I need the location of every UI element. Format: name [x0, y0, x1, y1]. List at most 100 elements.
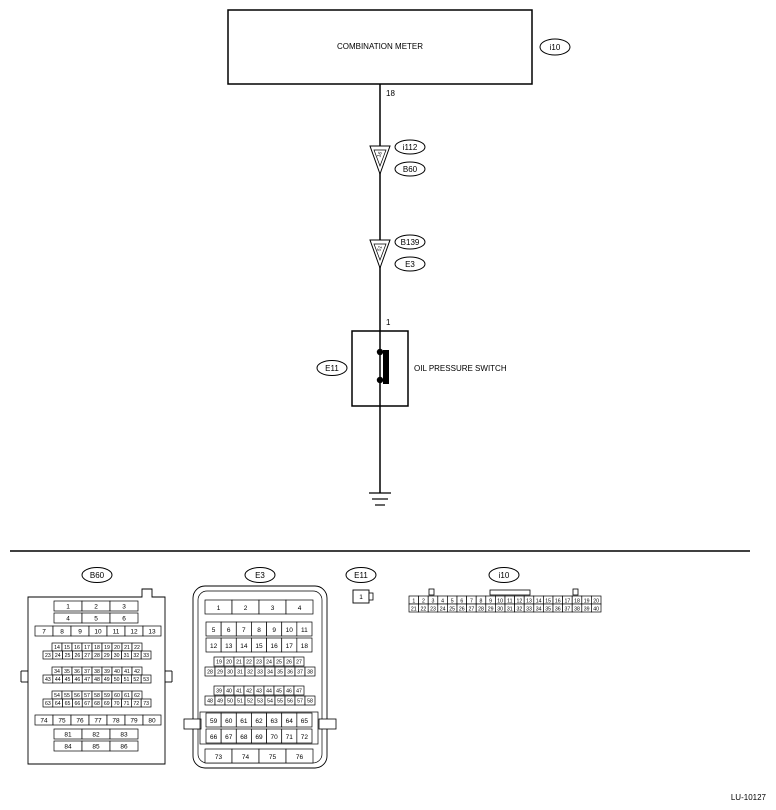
connector-pin-label: 58: [307, 699, 313, 705]
connector-pin-label: 13: [526, 598, 532, 604]
connector-pin-label: 60: [114, 693, 120, 699]
connector-pin-label: 9: [272, 627, 276, 634]
connector-pin-label: 47: [84, 677, 90, 683]
connector-pin-label: 3: [122, 604, 126, 611]
connector-pin-label: 71: [124, 701, 130, 707]
connector-pin-label: 45: [65, 677, 71, 683]
connector-pin-label: 66: [210, 734, 218, 741]
connector-pin-label: 8: [257, 627, 261, 634]
connector-pin-cell: [591, 603, 602, 613]
connector-pin-label: 67: [84, 701, 90, 707]
connector-pin-label: 19: [584, 598, 590, 604]
connector-pin-label: 34: [536, 606, 542, 612]
junction-1-tag-bottom: B60: [403, 165, 418, 174]
connector-pin-label: 46: [286, 689, 292, 695]
connector-pin-label: 40: [114, 669, 120, 675]
connector-pin-label: 69: [255, 734, 263, 741]
connector-pin-label: 63: [45, 701, 51, 707]
connector-pin-label: 19: [104, 645, 110, 651]
connector-pin-label: 5: [451, 598, 454, 604]
connector-pin-label: 42: [246, 689, 252, 695]
connector-pin-label: 13: [148, 629, 156, 636]
connector-pin-label: 2: [422, 598, 425, 604]
connector-pin-label: 17: [84, 645, 90, 651]
connector-pin-cell: [140, 674, 152, 684]
connector-i10-tag: i10: [488, 567, 520, 583]
connector-pin-label: 18: [301, 643, 309, 650]
connector-pin-label: 45: [276, 689, 282, 695]
connector-pin-label: 7: [242, 627, 246, 634]
connector-pin-label: 20: [593, 598, 599, 604]
connector-pin-label: 24: [55, 653, 61, 659]
meter-pin-number: 18: [386, 89, 395, 98]
connector-pin-label: 86: [120, 744, 128, 751]
connector-pin-label: 55: [277, 699, 283, 705]
connector-pin-label: 43: [45, 677, 51, 683]
connector-pin-label: 25: [449, 606, 455, 612]
connector-pin-label: 63: [271, 718, 279, 725]
connector-pin-label: 79: [130, 718, 138, 725]
connector-pin-label: 11: [301, 627, 308, 634]
connector-pin-label: 76: [296, 754, 304, 761]
connector-pin-label: 6: [227, 627, 231, 634]
connector-pin-label: 19: [216, 660, 222, 666]
connector-pin-label: 6: [122, 616, 126, 623]
connector-pin-label: 24: [440, 606, 446, 612]
connector-pin-label: 49: [104, 677, 110, 683]
oil-pressure-switch: [351, 330, 409, 407]
connector-pin-label: 55: [64, 693, 70, 699]
connector-pin-cell: [140, 698, 152, 708]
connector-pin-label: 70: [271, 734, 279, 741]
svg-text:E11: E11: [354, 571, 368, 580]
connector-pin-label: 72: [301, 734, 309, 741]
connector-pin-label: 15: [255, 643, 263, 650]
connector-pin-label: 70: [114, 701, 120, 707]
connector-pin-label: 39: [584, 606, 590, 612]
connector-pin-label: 31: [507, 606, 513, 612]
connector-pin-label: 57: [297, 699, 303, 705]
connector-pin-label: 69: [104, 701, 110, 707]
connector-pin-label: 21: [236, 660, 242, 666]
connector-pin-label: 17: [286, 643, 294, 650]
connector-pin-label: 56: [74, 693, 80, 699]
connector-pin-cell: [296, 728, 313, 744]
connector-pin-label: 83: [120, 732, 128, 739]
connector-pin-label: 44: [55, 677, 61, 683]
connector-pin-label: 15: [64, 645, 70, 651]
connector-pin-label: 11: [507, 598, 512, 604]
connector-e3-tag: E3: [244, 567, 276, 583]
connector-pin-label: 59: [210, 718, 218, 725]
switch-pin-number: 1: [386, 318, 391, 327]
connector-pin-label: 28: [478, 606, 484, 612]
connector-pin-label: 38: [574, 606, 580, 612]
connector-e11-pin: 1: [359, 594, 363, 601]
connector-pin-label: 30: [227, 670, 233, 676]
connector-pin-label: 73: [143, 701, 149, 707]
connector-pin-label: 28: [207, 670, 213, 676]
connector-pin-label: 26: [74, 653, 80, 659]
connector-pin-label: 20: [226, 660, 232, 666]
connector-pin-label: 1: [217, 605, 221, 612]
connector-pin-label: 30: [114, 653, 120, 659]
connector-pin-label: 27: [469, 606, 475, 612]
connector-pin-label: 37: [84, 669, 90, 675]
connector-pin-label: 23: [45, 653, 51, 659]
connector-pin-label: 38: [307, 670, 313, 676]
connector-pin-cell: [296, 637, 313, 653]
connector-pin-label: 6: [460, 598, 463, 604]
connector-pin-label: 26: [286, 660, 292, 666]
connector-pin-label: 82: [92, 732, 100, 739]
switch-connector-tag: E11: [316, 360, 348, 376]
connector-pin-label: 32: [517, 606, 523, 612]
connector-pin-label: 31: [124, 653, 130, 659]
connector-pin-label: 14: [536, 598, 542, 604]
connector-pin-label: 49: [217, 699, 223, 705]
connector-pin-label: 41: [236, 689, 242, 695]
connector-pin-label: 29: [217, 670, 223, 676]
connector-pin-label: 75: [269, 754, 277, 761]
connector-pin-label: 28: [94, 653, 100, 659]
connector-pin-label: 44: [266, 689, 272, 695]
connector-pin-label: 10: [497, 598, 503, 604]
